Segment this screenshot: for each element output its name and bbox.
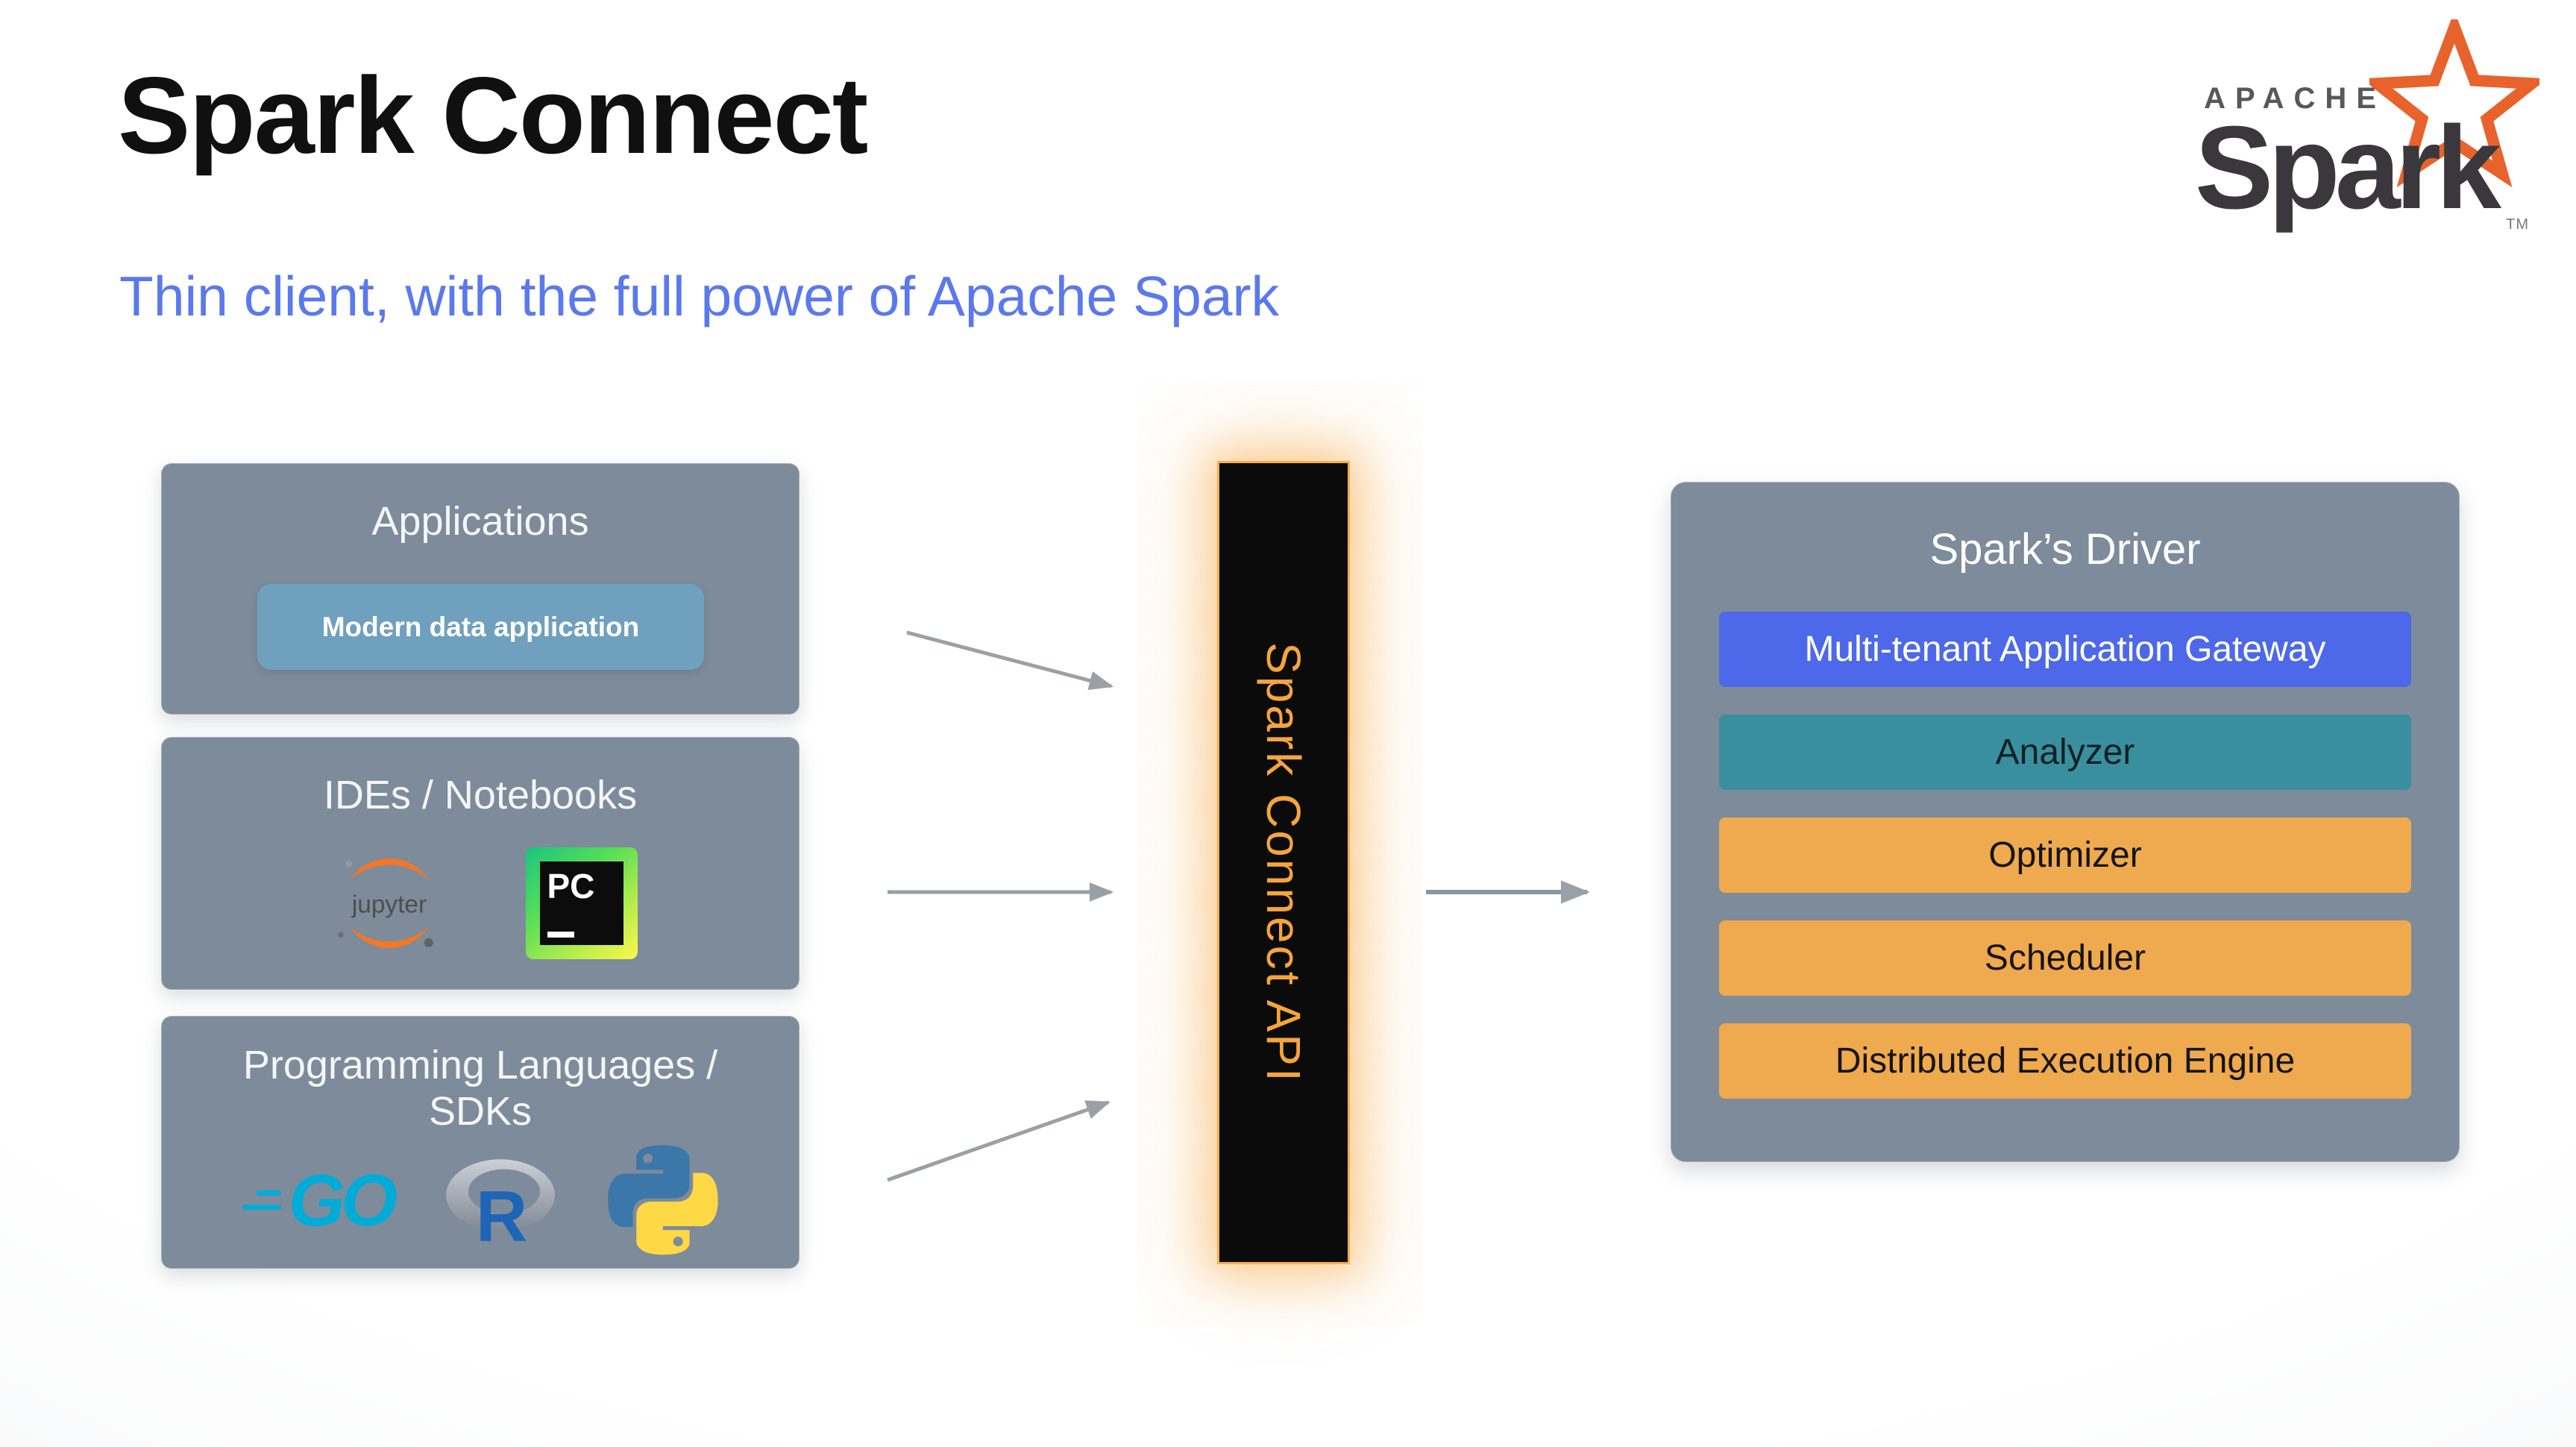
driver-row-gateway: Multi-tenant Application Gateway	[1719, 612, 2411, 687]
spark-star-icon	[2369, 19, 2539, 188]
languages-sdks-title: Programming Languages / SDKs	[242, 1043, 718, 1134]
pycharm-label: PC	[547, 867, 595, 906]
spark-connect-api-label: Spark Connect API	[1257, 641, 1310, 1084]
spark-driver-panel: Spark’s Driver Multi-tenant Application …	[1671, 482, 2460, 1162]
apache-wordmark: APACHE	[2204, 82, 2386, 115]
pycharm-underscore	[547, 932, 574, 938]
python-icon	[608, 1145, 718, 1255]
modern-data-application-chip: Modern data application	[257, 584, 704, 670]
language-logo-row: GO R	[162, 1145, 799, 1255]
ides-notebooks-title: IDEs / Notebooks	[323, 773, 638, 817]
go-logo: GO	[242, 1159, 398, 1242]
spark-wordmark: Spark	[2194, 102, 2501, 233]
applications-panel: Applications Modern data application	[161, 463, 799, 715]
go-speed-lines	[242, 1190, 281, 1211]
pycharm-inner-square: PC	[539, 861, 623, 946]
driver-row-execution-engine: Distributed Execution Engine	[1719, 1023, 2411, 1099]
spark-driver-title: Spark’s Driver	[1929, 525, 2201, 574]
page-title: Spark Connect	[118, 54, 868, 176]
trademark-mark: TM	[2506, 216, 2529, 233]
go-label: GO	[288, 1159, 398, 1242]
driver-row-scheduler: Scheduler	[1719, 920, 2411, 996]
jupyter-icon: jupyter	[337, 859, 433, 949]
ide-logo-row: jupyter PC	[162, 838, 799, 969]
languages-sdks-panel: Programming Languages / SDKs GO R	[161, 1016, 799, 1269]
jupyter-label: jupyter	[351, 891, 426, 918]
arrow-applications-to-api	[906, 630, 1114, 691]
pycharm-icon: PC	[525, 847, 638, 960]
ides-notebooks-panel: IDEs / Notebooks jupyter PC	[161, 737, 799, 990]
driver-row-optimizer: Optimizer	[1719, 817, 2411, 893]
driver-row-analyzer: Analyzer	[1719, 715, 2411, 790]
page-subtitle: Thin client, with the full power of Apac…	[119, 265, 1280, 327]
apache-spark-logo: APACHE Spark TM	[2114, 13, 2539, 245]
r-label: R	[476, 1177, 527, 1247]
arrow-languages-to-api	[887, 1100, 1111, 1182]
spark-connect-api-bar: Spark Connect API	[1219, 463, 1348, 1262]
r-logo: R	[446, 1159, 556, 1247]
applications-title: Applications	[371, 499, 589, 544]
